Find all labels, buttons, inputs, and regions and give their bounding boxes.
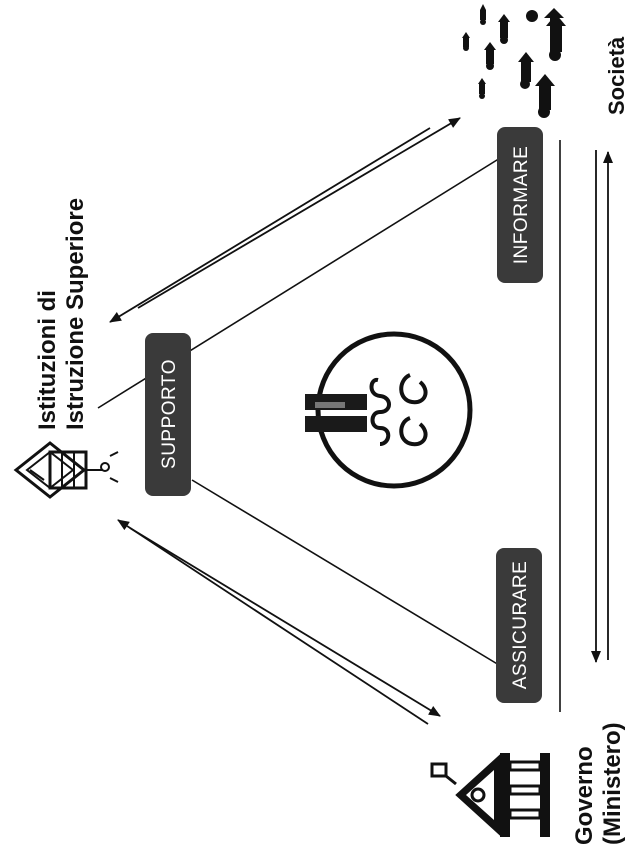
graduation-cap-icon — [13, 441, 119, 499]
agency-logo-icon — [305, 331, 473, 489]
role-assure: ASSICURARE — [496, 548, 542, 703]
role-assure-label: ASSICURARE — [510, 561, 531, 690]
higher-ed-label-line2: Istruzione Superiore — [62, 198, 89, 430]
arrows — [109, 117, 613, 725]
government-label-line2: (Ministero) — [599, 722, 626, 845]
government-label-line1: Governo — [571, 746, 598, 845]
society-label: Società — [604, 36, 628, 115]
people-arrows-icon — [462, 4, 566, 118]
role-support-label: SUPPORTO — [159, 359, 180, 469]
role-support: SUPPORTO — [145, 333, 191, 496]
government-building-icon — [430, 753, 550, 837]
arrow-society-to-higher-ed — [109, 127, 431, 323]
edge-higher-ed-government — [191, 479, 505, 669]
arrow-higher-ed-to-government — [129, 527, 441, 717]
higher-ed-label-line1: Istituzioni di — [34, 290, 61, 430]
role-inform: INFORMARE — [497, 127, 543, 283]
arrow-government-to-higher-ed — [117, 519, 429, 725]
role-inform-label: INFORMARE — [511, 146, 532, 265]
arrow-higher-ed-to-society — [137, 117, 461, 309]
